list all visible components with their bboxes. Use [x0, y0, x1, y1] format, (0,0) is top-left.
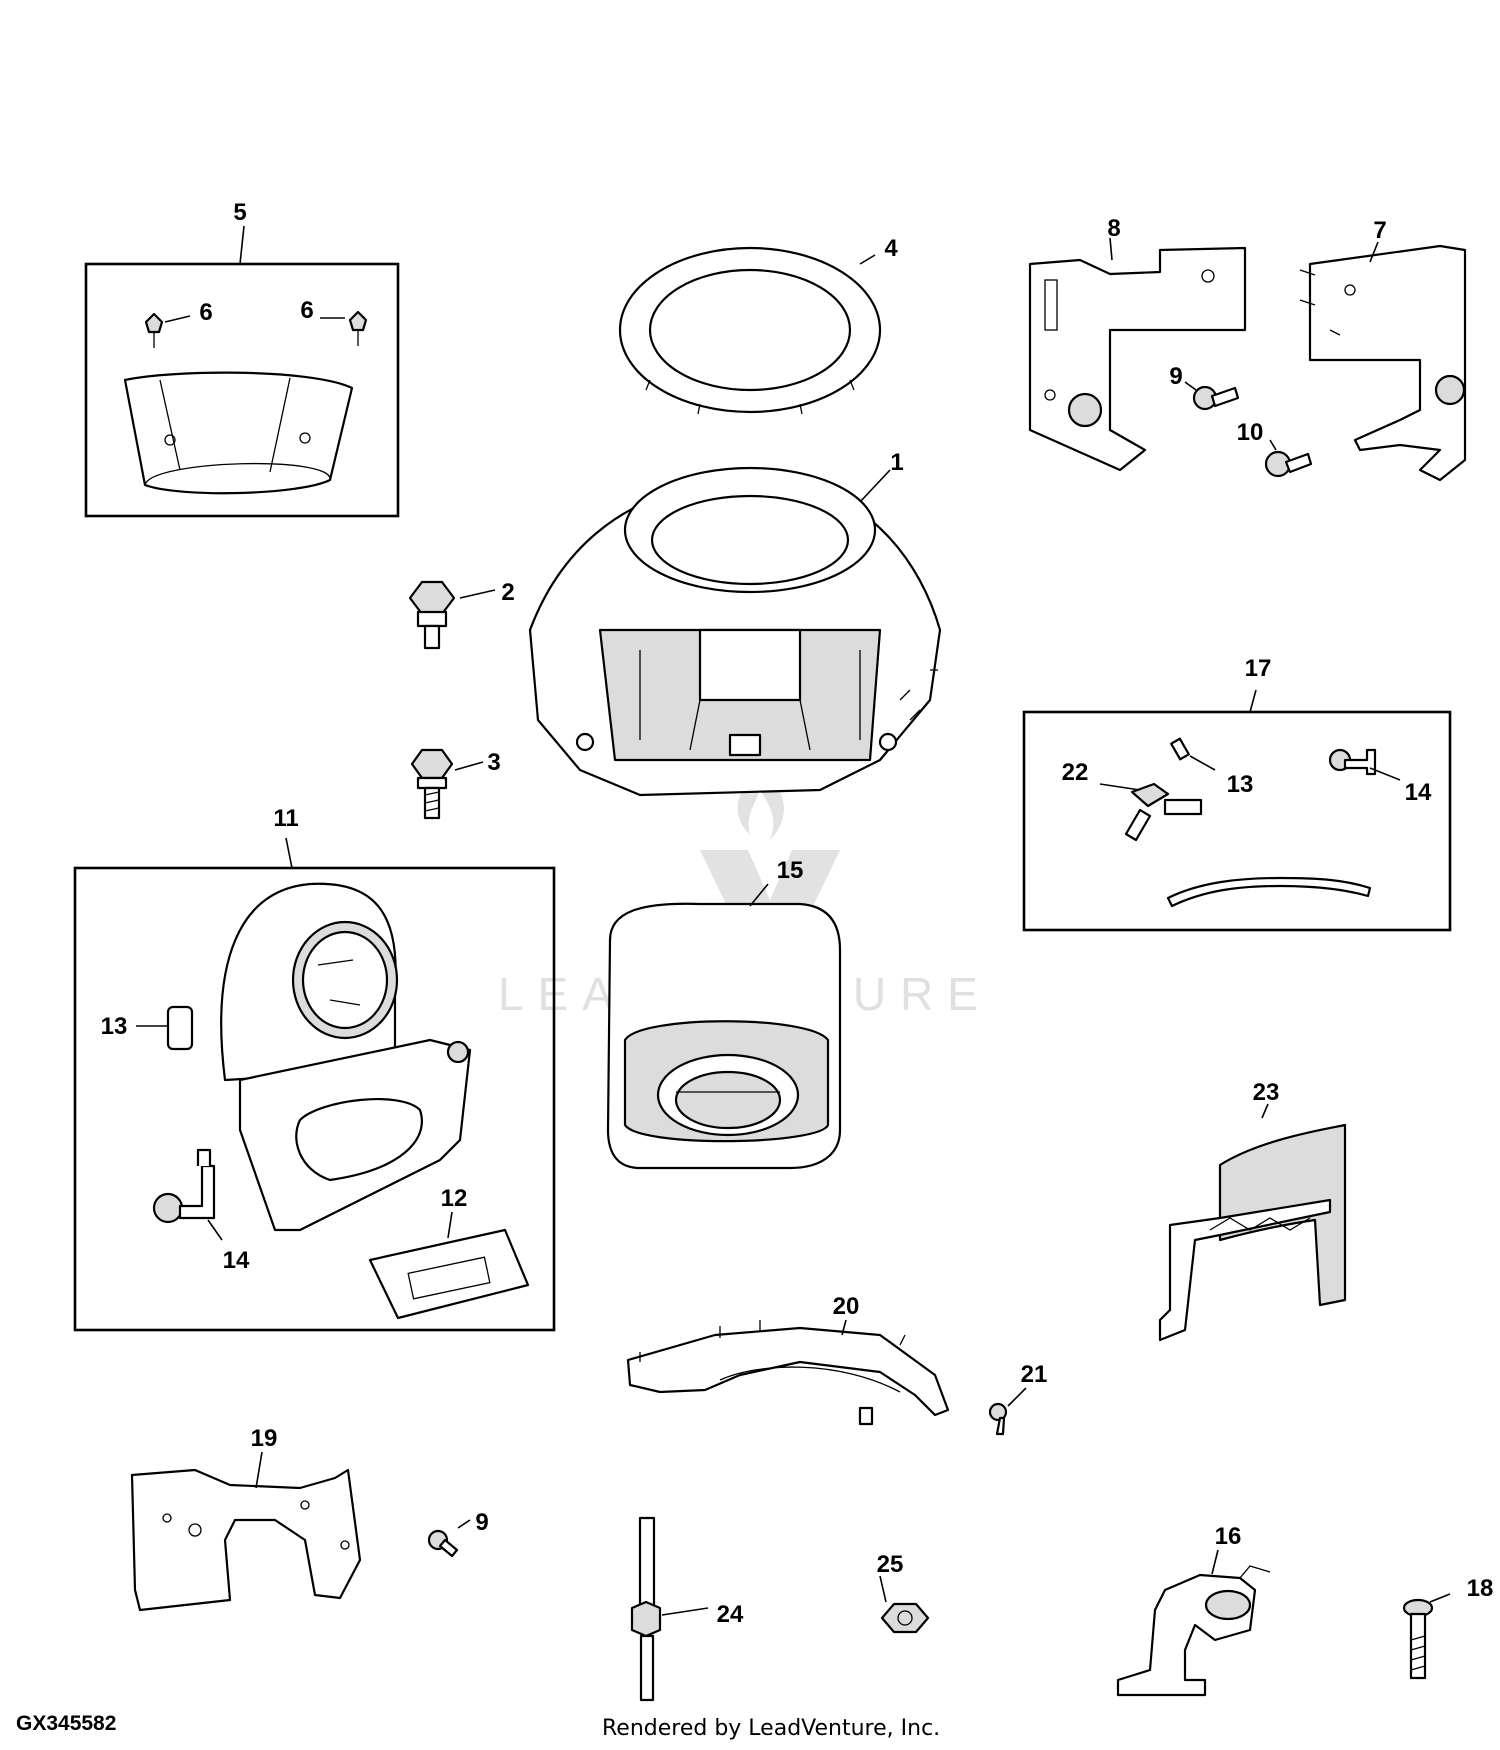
part-1-blower-housing — [528, 466, 942, 797]
part-19-bracket — [130, 1451, 362, 1612]
callout-24: 24 — [717, 1601, 744, 1628]
callout-14: 14 — [1405, 779, 1432, 806]
render-credit: Rendered by LeadVenture, Inc. — [602, 1716, 941, 1741]
callout-25: 25 — [877, 1551, 904, 1578]
callout-11: 11 — [273, 805, 298, 832]
callout-19: 19 — [251, 1425, 278, 1452]
part-9-screw-upper — [1184, 381, 1240, 411]
callout-6: 6 — [199, 299, 212, 326]
part-9-screw-lower — [427, 1519, 471, 1558]
callout-21: 21 — [1021, 1361, 1048, 1388]
part-18-screw — [1402, 1593, 1451, 1680]
callout-1: 1 — [890, 449, 903, 476]
callout-3: 3 — [487, 749, 500, 776]
part-20-baffle — [626, 1319, 950, 1426]
diagram-id: GX345582 — [16, 1712, 117, 1735]
kit-box-11 — [73, 837, 556, 1332]
callout-16: 16 — [1215, 1523, 1242, 1550]
part-21-screw — [988, 1387, 1027, 1436]
callout-17: 17 — [1245, 655, 1272, 682]
part-4-ring — [618, 246, 882, 415]
callout-12: 12 — [441, 1185, 468, 1212]
callout-23: 23 — [1253, 1079, 1280, 1106]
part-25-nut — [879, 1575, 930, 1634]
callout-22: 22 — [1062, 759, 1089, 786]
callout-15: 15 — [777, 857, 804, 884]
kit-box-5 — [84, 225, 400, 518]
callout-8: 8 — [1107, 215, 1120, 242]
part-7-bracket — [1299, 241, 1467, 482]
callout-4: 4 — [884, 235, 898, 262]
callout-2: 2 — [501, 579, 514, 606]
part-23-deflector — [1158, 1103, 1347, 1342]
callout-5: 5 — [233, 199, 246, 226]
part-16-bracket — [1116, 1549, 1271, 1697]
callout-13: 13 — [101, 1013, 128, 1040]
part-3-bolt — [410, 748, 484, 820]
callout-14: 14 — [223, 1247, 250, 1274]
callout-20: 20 — [833, 1293, 860, 1320]
part-10-screw — [1264, 439, 1313, 478]
callout-9: 9 — [1169, 363, 1182, 390]
part-15-filter — [606, 883, 842, 1170]
callout-9: 9 — [475, 1509, 488, 1536]
part-24-stud — [630, 1516, 709, 1702]
part-2-bolt — [408, 580, 496, 650]
callout-6: 6 — [300, 297, 313, 324]
kit-box-17 — [1022, 689, 1452, 932]
callout-7: 7 — [1373, 217, 1386, 244]
callout-10: 10 — [1237, 419, 1264, 446]
part-8-bracket — [1028, 237, 1247, 472]
callout-18: 18 — [1467, 1575, 1494, 1602]
callout-13: 13 — [1227, 771, 1254, 798]
